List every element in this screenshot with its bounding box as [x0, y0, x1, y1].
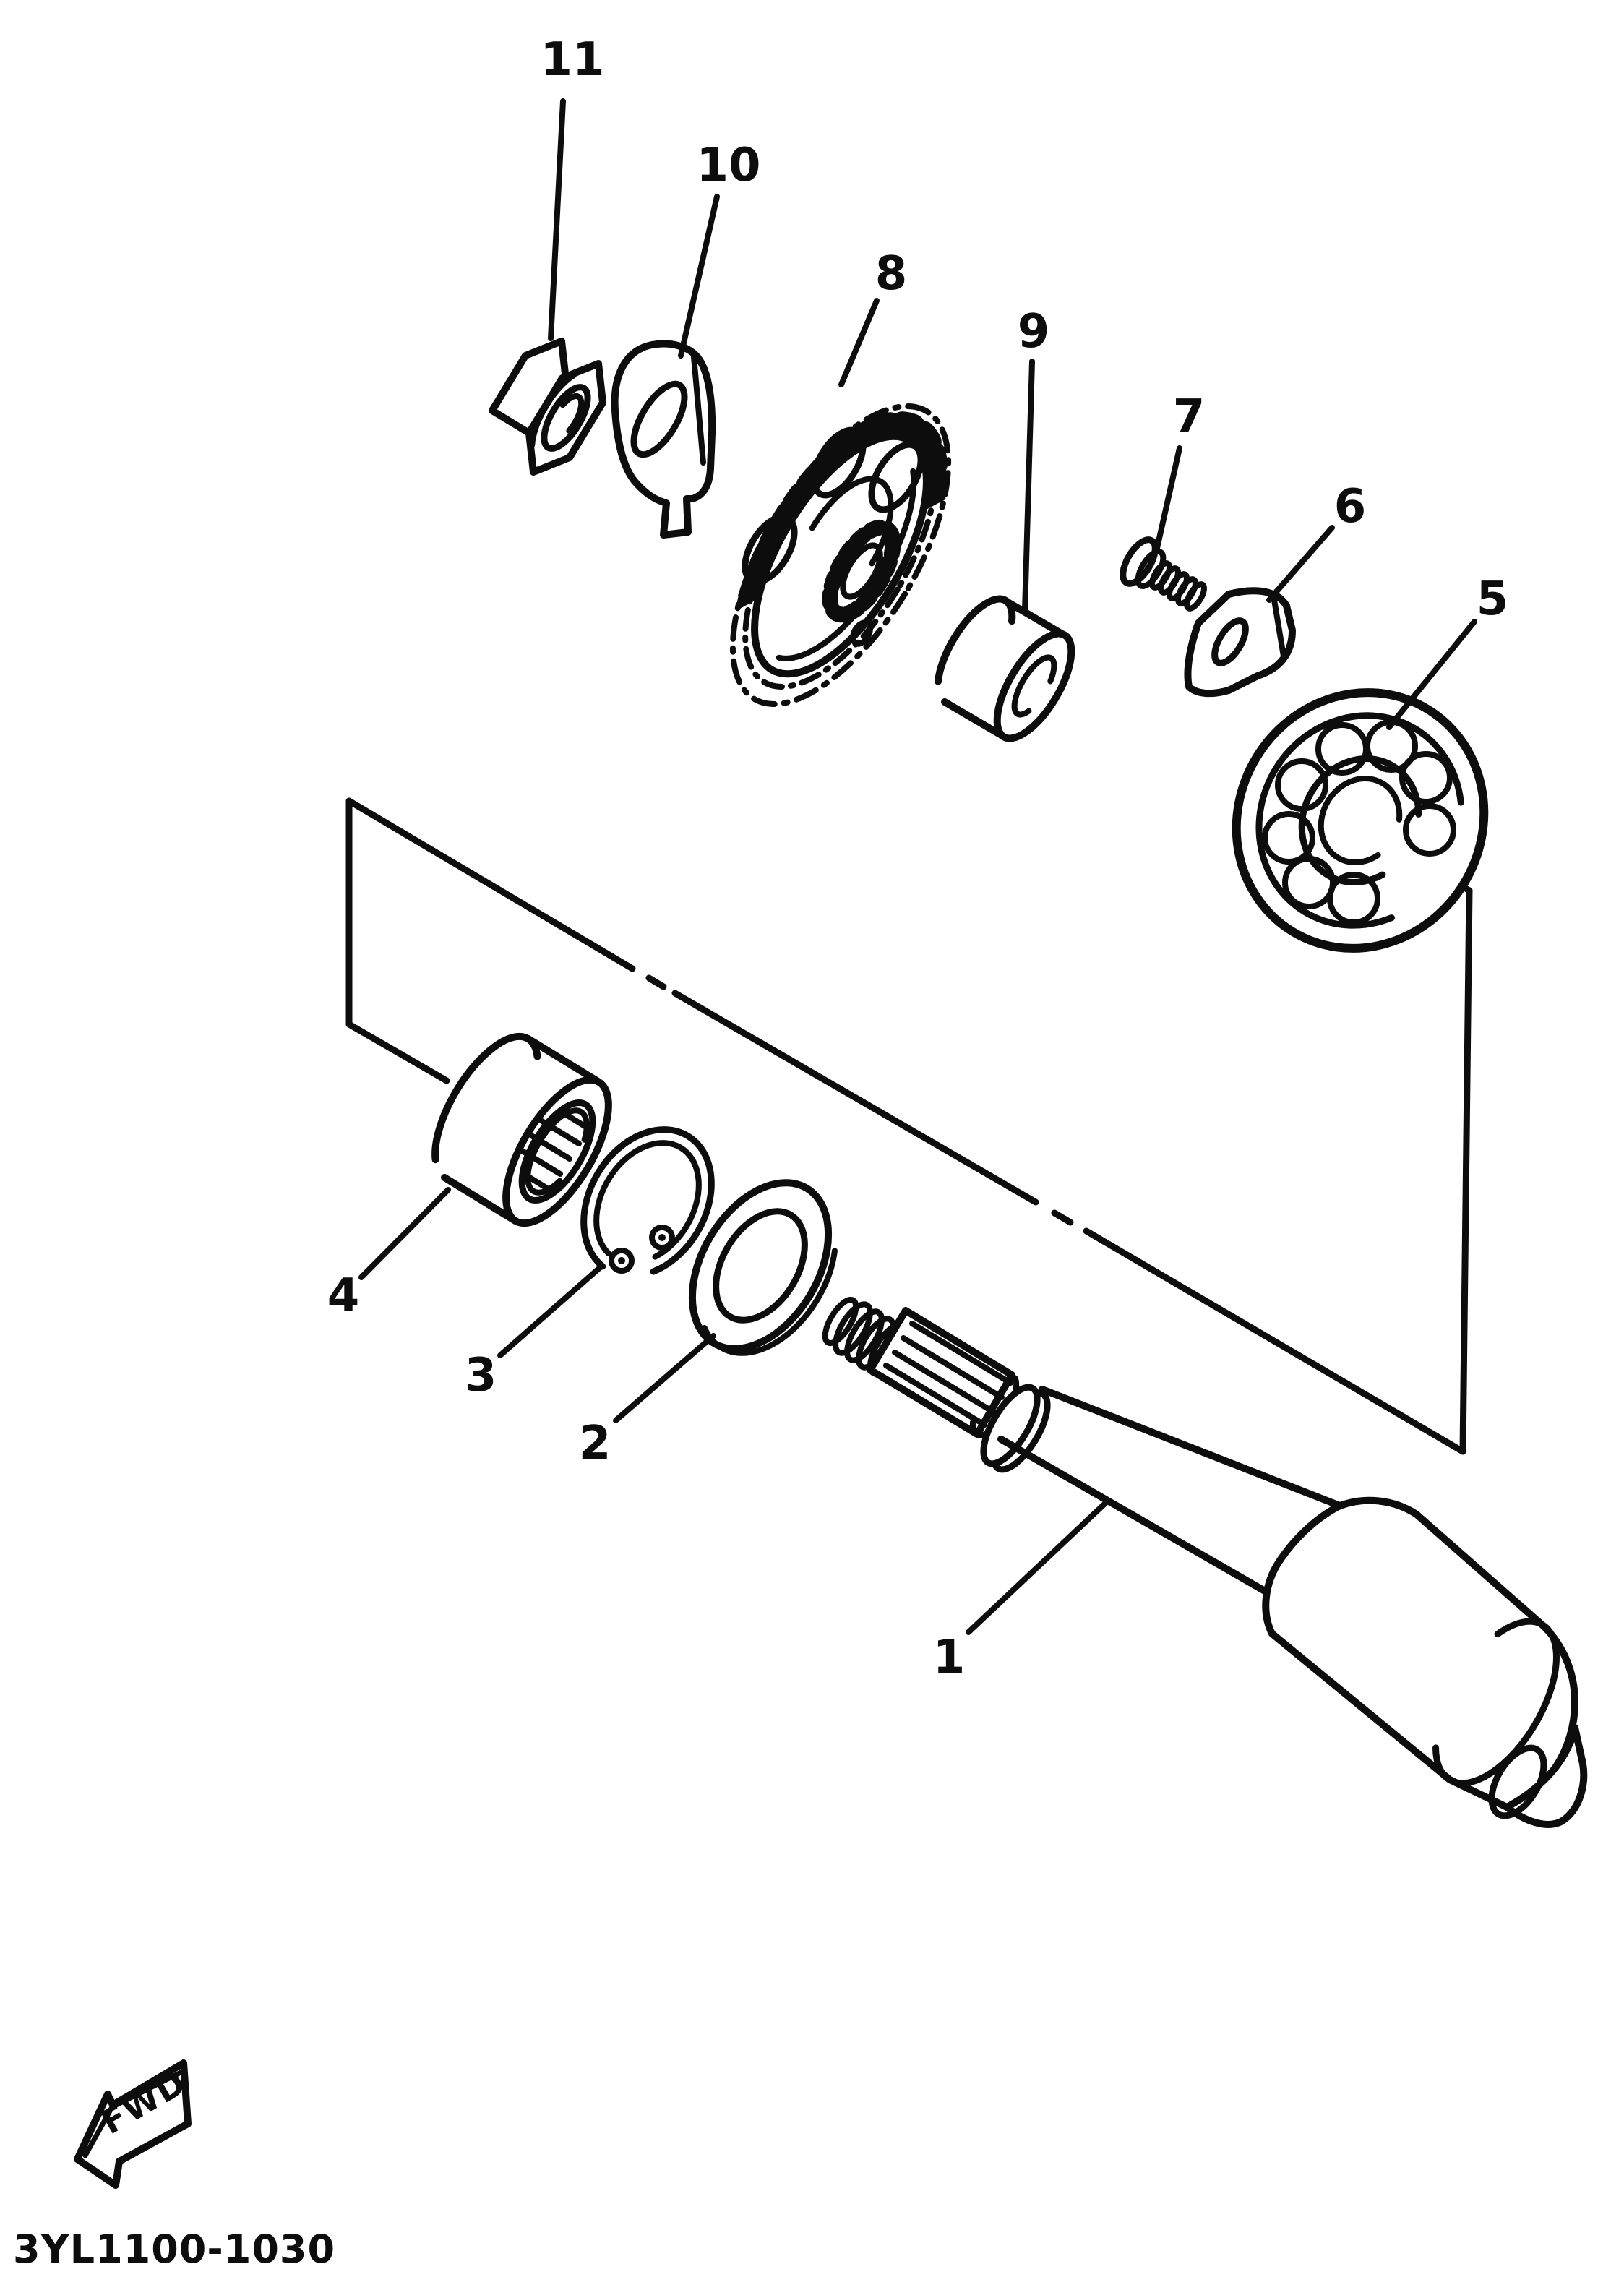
part-number-label-11: 11	[540, 33, 604, 87]
part-4-needle-bearing-drawing	[431, 1032, 612, 1227]
leader-line-part-9	[1022, 359, 1035, 614]
callout-part-1: 1	[933, 1499, 1109, 1684]
part-3-circlip-drawing	[580, 1126, 715, 1279]
fwd-arrow: FWD	[74, 2059, 193, 2189]
part-number-label-10: 10	[696, 139, 760, 192]
part-number-label-5: 5	[1477, 573, 1509, 626]
part-10-tab-washer-drawing	[611, 340, 716, 539]
part-number-label-3: 3	[465, 1349, 497, 1402]
leader-line-part-5	[1386, 619, 1477, 730]
part-1-kick-axle-drawing	[822, 1296, 1588, 1828]
part-number-label-7: 7	[1173, 390, 1206, 444]
callout-part-6: 6	[1266, 480, 1367, 603]
part-code-text: 3YL1100-1030	[13, 2226, 335, 2272]
part-number-label-2: 2	[579, 1417, 611, 1470]
part-number-label-6: 6	[1334, 480, 1367, 533]
leader-line-part-8	[838, 298, 880, 387]
callout-part-10: 10	[678, 139, 761, 359]
part-number-label-8: 8	[875, 247, 908, 301]
leader-line-part-6	[1266, 525, 1335, 603]
part-8-gear-drawing	[729, 403, 952, 707]
callout-part-8: 8	[838, 247, 908, 387]
leader-line-part-7	[1154, 445, 1182, 551]
part-number-label-9: 9	[1018, 305, 1050, 359]
leader-line-part-1	[966, 1499, 1109, 1635]
leader-line-part-11	[548, 98, 566, 341]
callout-part-2: 2	[579, 1333, 716, 1470]
part-number-label-4: 4	[327, 1269, 360, 1323]
part-number-label-1: 1	[933, 1631, 966, 1684]
callout-part-5: 5	[1386, 573, 1509, 730]
callout-part-9: 9	[1018, 305, 1050, 614]
part-6-stopper-plate-drawing	[1184, 587, 1296, 698]
leader-line-part-10	[678, 194, 720, 359]
leader-line-part-2	[613, 1333, 716, 1423]
callout-part-3: 3	[465, 1263, 605, 1402]
callout-layer: 1 2 3 4 5 6 7 8 9 10 11	[327, 33, 1509, 1684]
part-11-nut-drawing	[489, 338, 606, 476]
part-7-screw-drawing	[1120, 536, 1207, 612]
part-9-collar-drawing	[934, 595, 1075, 742]
leader-line-part-3	[497, 1263, 605, 1358]
callout-part-11: 11	[540, 33, 605, 341]
callout-part-7: 7	[1154, 390, 1206, 551]
leader-line-part-4	[358, 1187, 451, 1280]
part-5-ball-bearing-drawing	[1232, 688, 1489, 953]
part-2-washer-drawing	[688, 1179, 839, 1356]
callout-part-4: 4	[327, 1187, 451, 1323]
